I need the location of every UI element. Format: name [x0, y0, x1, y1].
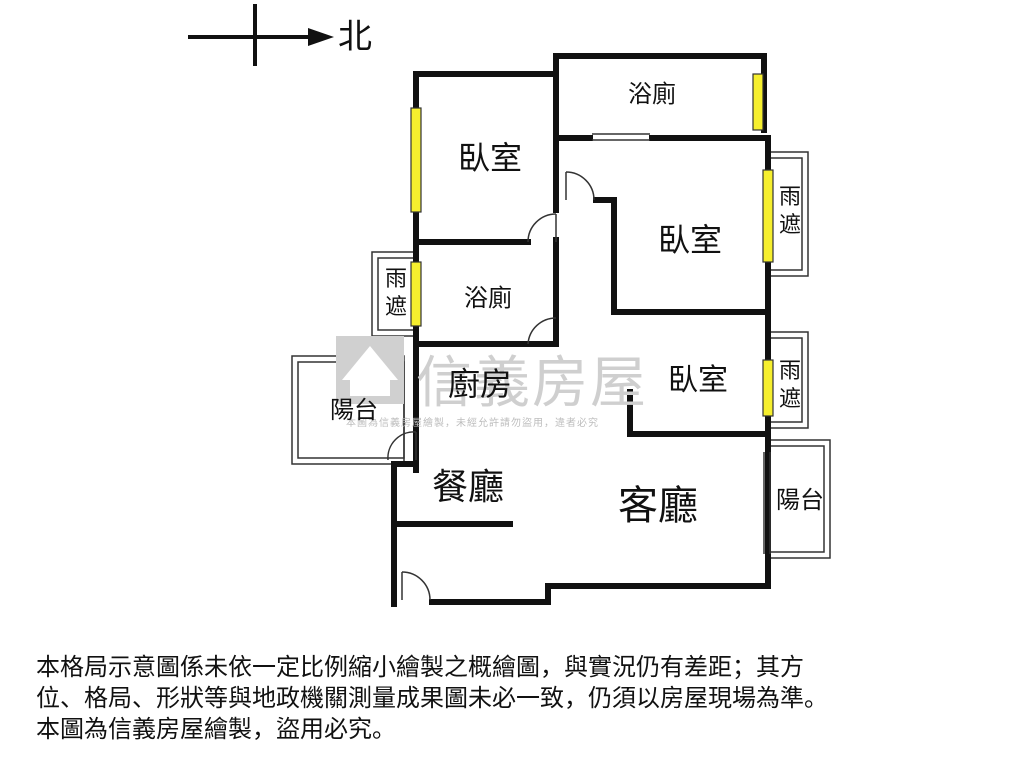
- watermark: 信義房屋 本圖為信義房屋繪製，未經允許請勿盜用，違者必究: [336, 336, 716, 429]
- disclaimer-line-2: 位、格局、形狀等與地政機關測量成果圖未必一致，仍須以房屋現場為準。: [36, 684, 828, 712]
- room-label-bedroom-top-left: 臥室: [458, 139, 523, 177]
- room-label-living-room: 客廳: [618, 483, 698, 529]
- room-label-balcony-left: 陽台: [330, 396, 378, 424]
- disclaimer-line-1: 本格局示意圖係未依一定比例縮小繪製之概繪圖，與實況仍有差距；其方: [36, 653, 804, 681]
- north-label: 北: [338, 17, 372, 57]
- room-label-canopy-right-top: 雨遮: [778, 185, 801, 238]
- room-label-balcony-right: 陽台: [776, 486, 824, 514]
- room-label-canopy-right-middle: 雨遮: [778, 359, 801, 412]
- room-label-bedroom-middle: 臥室: [668, 363, 728, 398]
- room-label-canopy-left: 雨遮: [384, 267, 407, 320]
- room-label-bathroom-top: 浴廁: [628, 80, 676, 108]
- windows: [410, 73, 774, 417]
- room-label-bathroom-middle: 浴廁: [464, 284, 512, 312]
- floor-plan: [188, 4, 831, 607]
- walls: [391, 53, 771, 607]
- house-logo-icon: [336, 336, 404, 404]
- room-label-bedroom-right: 臥室: [658, 221, 723, 259]
- room-label-dining-room: 餐廳: [432, 467, 505, 508]
- doors: [387, 133, 771, 601]
- watermark-notice: 本圖為信義房屋繪製，未經允許請勿盜用，違者必究: [346, 418, 599, 429]
- room-label-kitchen: 廚房: [448, 365, 513, 403]
- disclaimer-line-3: 本圖為信義房屋繪製，盜用必究。: [36, 715, 396, 743]
- disclaimer-text: 本格局示意圖係未依一定比例縮小繪製之概繪圖，與實況仍有差距；其方 位、格局、形狀…: [36, 652, 996, 745]
- watermark-brand: 信義房屋: [416, 351, 648, 416]
- north-arrow-icon: [188, 4, 334, 66]
